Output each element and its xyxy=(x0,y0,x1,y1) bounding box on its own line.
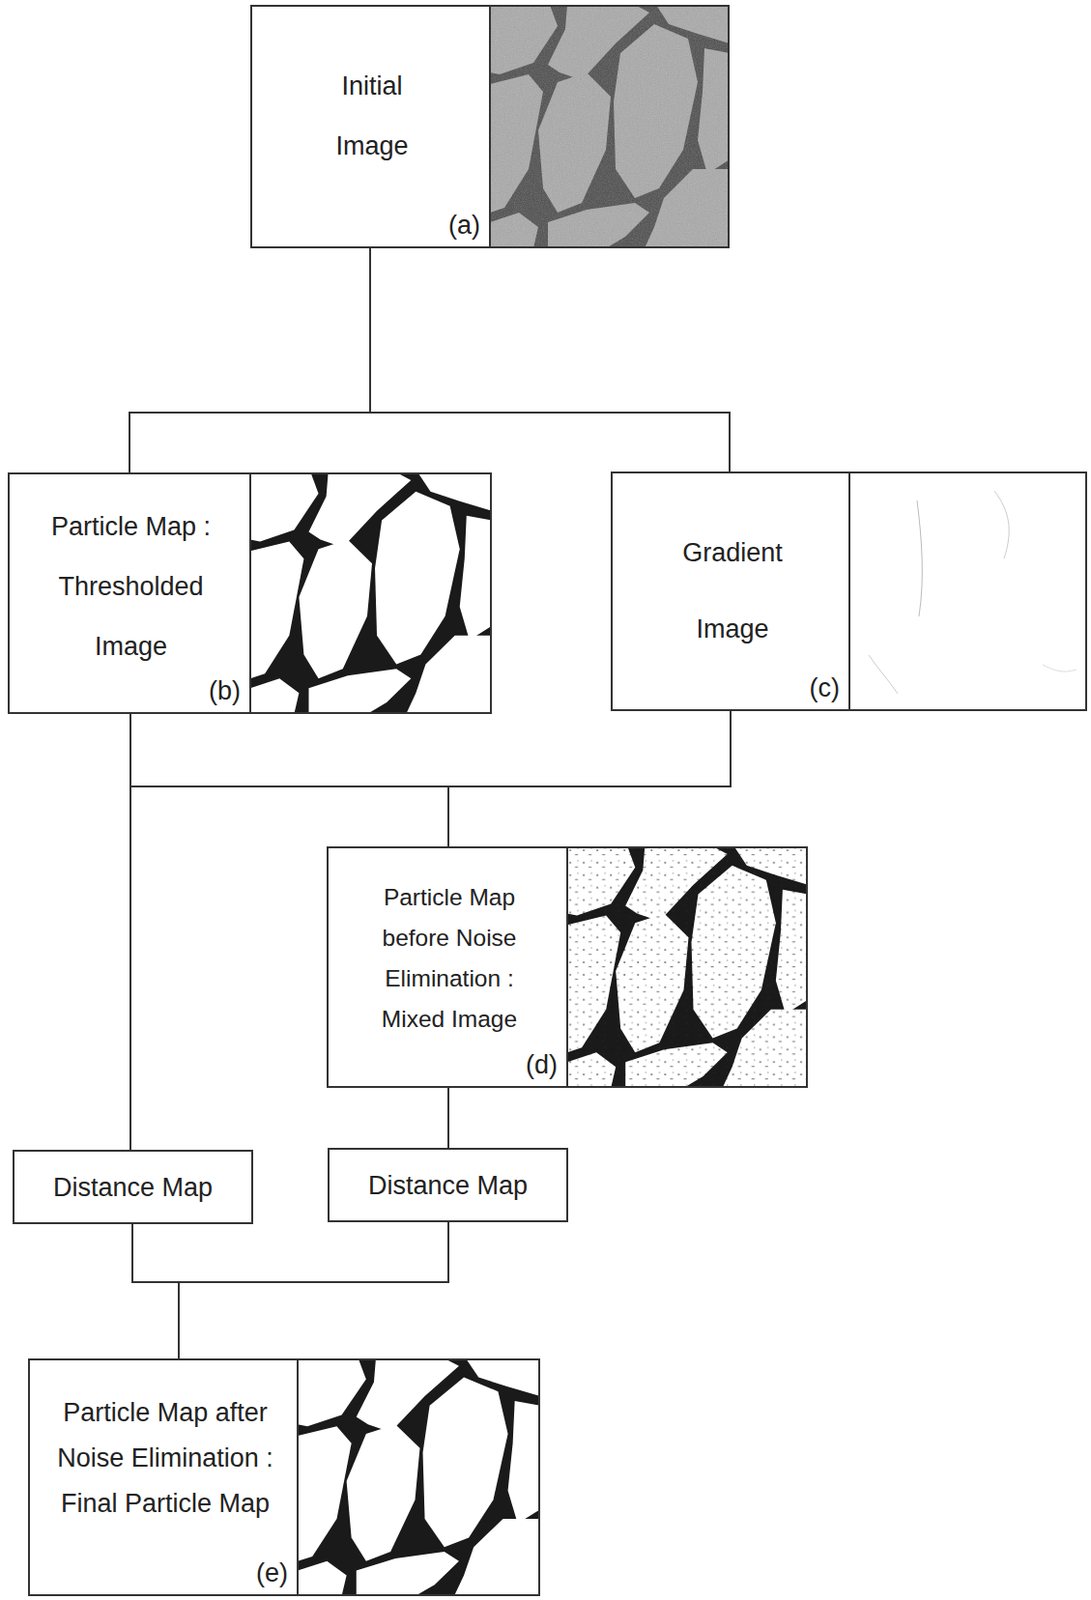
gradient-trace xyxy=(994,490,1009,559)
node-label: Particle Map after Noise Elimination : F… xyxy=(44,1390,287,1527)
process-box: Gradient Image (c) xyxy=(610,471,1088,712)
node-label: Distance Map xyxy=(22,1172,244,1204)
pore-ground xyxy=(250,472,492,715)
panel-divider xyxy=(848,471,851,712)
particle-grains xyxy=(567,846,808,1089)
panel-letter: (e) xyxy=(256,1558,288,1589)
gradient-ground xyxy=(849,471,1088,712)
particle-grains xyxy=(250,472,492,715)
gradient-trace xyxy=(1042,664,1077,672)
process-box: Distance Map xyxy=(327,1148,569,1223)
panel-letter: (c) xyxy=(809,673,840,704)
gradient-trace xyxy=(868,655,898,694)
process-box: Initial Image (a) xyxy=(250,4,730,249)
micrograph-final xyxy=(297,1358,541,1597)
flow-connector xyxy=(178,1221,449,1360)
process-box: Distance Map xyxy=(12,1149,254,1225)
node-label: Gradient Image xyxy=(664,515,801,668)
micrograph-initial xyxy=(489,4,730,249)
panel-divider xyxy=(296,1358,299,1597)
pore-ground xyxy=(567,846,808,1089)
micrograph-ground xyxy=(489,4,730,249)
panel-divider xyxy=(249,472,252,715)
speckle-noise xyxy=(567,846,808,1089)
flow-connector xyxy=(129,713,132,1151)
flow-connector xyxy=(132,1223,179,1360)
process-box: Particle Map : Thresholded Image(b) xyxy=(7,472,492,715)
gradient-trace xyxy=(917,500,922,617)
panel-divider xyxy=(488,4,491,249)
flow-connector xyxy=(129,247,371,474)
pore-ground xyxy=(297,1358,541,1597)
panel-letter: (d) xyxy=(525,1050,558,1081)
panel-letter: (a) xyxy=(448,210,481,241)
flow-connector xyxy=(370,247,730,473)
panel-divider xyxy=(566,846,569,1089)
flow-connector xyxy=(447,1087,450,1149)
micrograph-mixed xyxy=(567,846,808,1089)
node-label: Particle Map before Noise Elimination : … xyxy=(352,877,546,1040)
micrograph-gradient xyxy=(849,471,1088,712)
node-label: Particle Map : Thresholded Image xyxy=(27,496,235,677)
particle-grains xyxy=(489,4,730,249)
panel-letter: (b) xyxy=(208,676,241,707)
node-label: Initial Image xyxy=(314,56,431,176)
process-box: Particle Map after Noise Elimination : F… xyxy=(28,1358,541,1597)
micrograph-thresholded xyxy=(250,472,492,715)
flow-connector xyxy=(130,713,449,848)
particle-grains xyxy=(297,1358,541,1597)
process-box: Particle Map before Noise Elimination : … xyxy=(326,846,808,1089)
flow-connector xyxy=(448,710,731,848)
node-label: Distance Map xyxy=(337,1170,559,1202)
image-noise xyxy=(489,4,730,249)
